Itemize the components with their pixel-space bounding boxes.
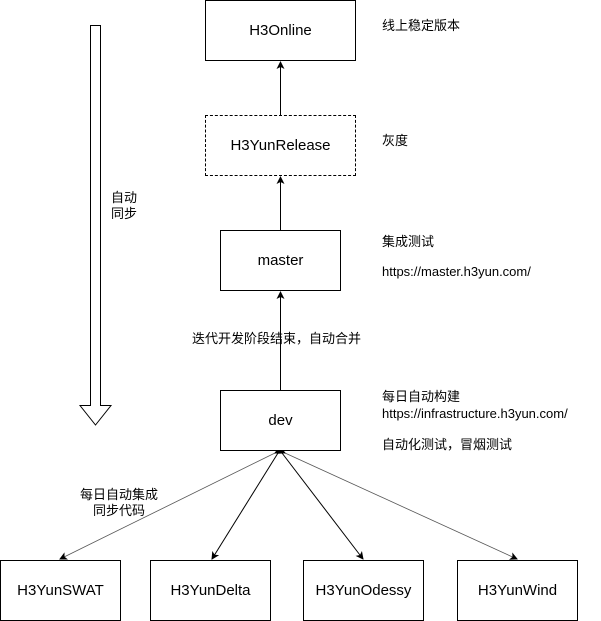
note-daily-sync: 每日自动集成 同步代码	[78, 487, 160, 519]
note-online-stable: 线上稳定版本	[382, 18, 461, 33]
node-label: H3YunRelease	[230, 137, 331, 154]
node-h3yunswat[interactable]: H3YunSWAT	[0, 560, 121, 621]
node-label: H3YunWind	[477, 582, 558, 599]
note-gray-release: 灰度	[382, 133, 409, 148]
note-integration-test: 集成测试	[382, 234, 435, 249]
note-auto-sync-line1: 自动	[111, 190, 138, 205]
node-h3yunodessy[interactable]: H3YunOdessy	[303, 560, 424, 621]
node-h3yunwind[interactable]: H3YunWind	[457, 560, 578, 621]
auto-sync-hollow-arrow	[78, 25, 113, 426]
node-h3online[interactable]: H3Online	[205, 0, 356, 61]
node-label: dev	[268, 412, 293, 429]
node-label: H3YunDelta	[170, 582, 251, 599]
note-merge-edge: 迭代开发阶段结束，自动合并	[192, 331, 362, 346]
node-h3yunrelease[interactable]: H3YunRelease	[205, 115, 356, 176]
note-dev-tests: 自动化测试，冒烟测试	[382, 437, 513, 452]
node-label: H3YunSWAT	[17, 582, 104, 599]
note-daily-build: 每日自动构建	[382, 389, 461, 404]
note-auto-sync: 自动 同步	[111, 190, 137, 222]
node-label: H3YunOdessy	[315, 582, 412, 599]
edge-dev-odessy	[274, 445, 364, 560]
node-label: H3Online	[249, 22, 312, 39]
edge-dev-delta	[211, 444, 286, 560]
note-dev-url: https://infrastructure.h3yun.com/	[382, 406, 568, 421]
edge-dev-wind	[276, 446, 518, 560]
note-daily-sync-line1: 每日自动集成	[79, 487, 158, 502]
node-h3yundelta[interactable]: H3YunDelta	[150, 560, 271, 621]
node-label: master	[257, 252, 304, 269]
note-master-url: https://master.h3yun.com/	[382, 264, 531, 279]
node-master[interactable]: master	[220, 230, 341, 291]
note-auto-sync-line2: 同步	[111, 206, 138, 221]
note-daily-sync-line2: 同步代码	[92, 503, 145, 518]
node-dev[interactable]: dev	[220, 390, 341, 451]
